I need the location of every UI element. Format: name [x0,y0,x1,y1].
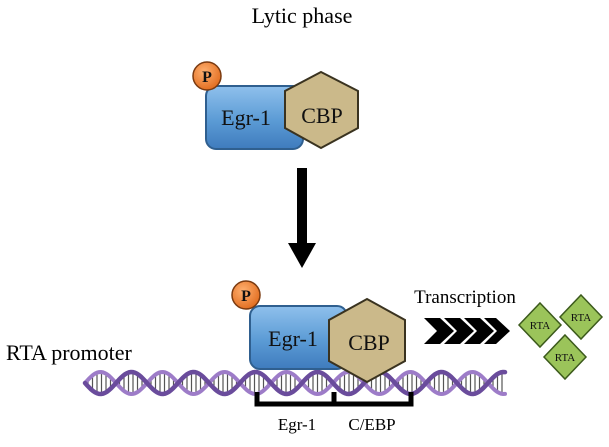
dna-strand-front [82,369,508,397]
egr1-label-bottom: Egr-1 [268,326,318,351]
top-complex: Egr-1 CBP P [192,61,359,150]
rta-product-2: RTA [558,293,604,341]
title: Lytic phase [252,3,353,28]
rta-label-3: RTA [555,352,576,364]
transcription-arrows-icon [424,318,510,344]
rta-product-3: RTA [542,333,588,381]
rta-product-1: RTA [517,301,563,349]
egr1-label-top: Egr-1 [221,105,271,130]
rta-label-2: RTA [571,312,592,324]
binding-site-brackets [254,392,414,407]
cbp-protein-bottom [328,297,406,384]
cbp-label-bottom: CBP [348,330,390,355]
promoter-label: RTA promoter [6,340,133,365]
rta-label-1: RTA [530,320,551,332]
cebp-site-bracket [331,392,414,407]
down-arrow-icon [288,168,316,268]
phospho-label-bottom: P [241,288,251,305]
dna-strand-back [83,369,507,397]
cebp-site-label: C/EBP [348,415,395,434]
phospho-circle-bottom [231,280,261,310]
egr1-site-label: Egr-1 [278,415,316,434]
dna-double-helix [82,369,508,397]
transcription-label: Transcription [414,287,516,308]
bottom-complex: Egr-1 CBP P [231,280,406,384]
phospho-circle-top [192,61,222,91]
cbp-protein-top [284,70,359,150]
phospho-label-top: P [202,69,212,86]
cbp-label-top: CBP [301,103,343,128]
